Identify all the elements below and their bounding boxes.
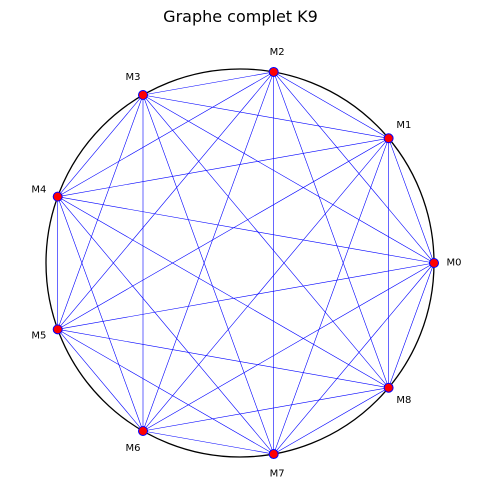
edge-M3-M4 (57, 94, 144, 197)
node-label-M0: M0 (447, 258, 462, 269)
node-label-M7: M7 (270, 468, 285, 479)
edge-M2-M3 (142, 71, 274, 96)
edge-M4-M6 (57, 196, 144, 432)
edge-M5-M6 (57, 329, 144, 432)
edge-M6-M8 (142, 387, 389, 432)
edge-M0-M8 (388, 262, 435, 388)
node-label-M5: M5 (31, 331, 46, 342)
edge-M1-M4 (57, 138, 389, 197)
node-M0 (429, 258, 439, 268)
node-label-M3: M3 (126, 72, 141, 83)
edge-M0-M1 (388, 138, 435, 264)
edge-M4-M7 (57, 196, 274, 455)
edge-M3-M7 (142, 94, 274, 455)
edge-M1-M2 (273, 71, 389, 139)
edge-M1-M5 (57, 138, 389, 330)
edge-M1-M6 (142, 138, 389, 432)
node-M3 (138, 89, 148, 100)
node-M2 (268, 66, 279, 77)
edge-M0-M2 (273, 71, 435, 264)
edge-M7-M8 (273, 387, 389, 455)
edge-M0-M5 (57, 262, 435, 330)
node-M7 (268, 449, 279, 460)
edge-M1-M7 (273, 138, 389, 455)
edge-M5-M8 (57, 329, 389, 388)
edge-M2-M6 (142, 71, 274, 432)
edges-layer (57, 71, 435, 455)
edge-M1-M3 (142, 94, 389, 139)
node-M8 (383, 382, 394, 393)
node-M4 (52, 191, 63, 202)
edge-M4-M8 (57, 196, 389, 388)
node-M5 (52, 324, 63, 335)
edge-M3-M8 (142, 94, 389, 388)
edge-M5-M7 (57, 329, 274, 455)
edge-M0-M4 (57, 196, 435, 264)
edge-M0-M6 (142, 262, 435, 432)
node-label-M2: M2 (270, 47, 285, 58)
node-label-M1: M1 (396, 120, 411, 131)
edge-M3-M5 (57, 94, 144, 330)
chart-title: Graphe complet K9 (163, 7, 318, 26)
edge-M0-M3 (142, 94, 435, 264)
node-label-M6: M6 (126, 443, 141, 454)
edge-M6-M7 (142, 430, 274, 455)
edge-M2-M5 (57, 71, 274, 330)
node-label-M8: M8 (396, 395, 411, 406)
edge-M0-M7 (273, 262, 435, 455)
node-M1 (383, 133, 394, 144)
node-M6 (138, 426, 148, 437)
node-label-M4: M4 (31, 184, 46, 195)
edge-M2-M4 (57, 71, 274, 197)
nodes-layer (52, 66, 439, 460)
unit-circle (45, 68, 435, 458)
edge-M2-M8 (273, 71, 389, 388)
